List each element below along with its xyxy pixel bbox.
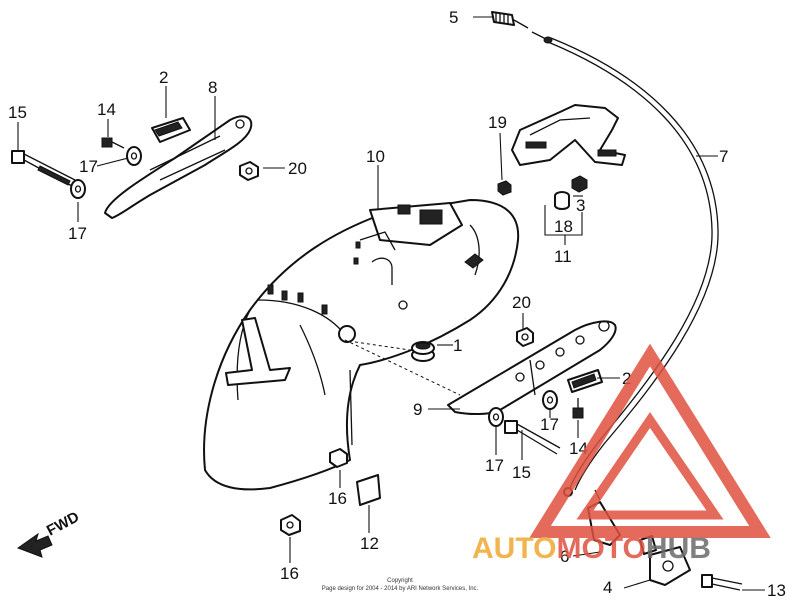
watermark-auto: AUTO	[472, 532, 556, 565]
stay-8	[104, 115, 253, 219]
callout-17-b: 17	[68, 224, 87, 243]
bolt-15-lower	[504, 420, 561, 455]
callout-17-c: 17	[540, 415, 559, 434]
callout-4: 4	[603, 578, 612, 597]
collar-18	[554, 191, 570, 210]
switch-4	[639, 535, 691, 586]
watermark: AUTOMOTOHUB	[472, 343, 771, 565]
adjuster-5	[491, 11, 553, 44]
callout-13: 13	[767, 581, 786, 600]
bolt-14	[101, 137, 584, 419]
callout-14-upper: 14	[97, 100, 116, 119]
callout-5: 5	[449, 8, 458, 27]
fwd-label: FWD	[44, 508, 82, 539]
watermark-text: AUTOMOTOHUB	[472, 532, 711, 565]
callout-20-lower: 20	[512, 293, 531, 312]
callout-17-d: 17	[485, 456, 504, 475]
stay-9	[447, 320, 617, 416]
callout-19: 19	[488, 113, 507, 132]
leader-lines	[17, 16, 765, 591]
watermark-hub: HUB	[646, 532, 711, 565]
callout-10: 10	[366, 147, 385, 166]
callouts: 1 2 2 3 4 5 6 7 8 9 10 11 12 13 14 14 15…	[8, 8, 786, 600]
callout-18: 18	[554, 217, 573, 236]
grommet-1	[344, 339, 461, 396]
nut-3	[571, 175, 588, 193]
callout-16-upper: 16	[328, 489, 347, 508]
copyright-line-2: Page design for 2004 - 2014 by ARI Netwo…	[322, 586, 479, 592]
copyright-line-1: Copyright	[387, 578, 413, 584]
rubber-2-upper	[151, 117, 191, 143]
nut-16	[280, 448, 348, 536]
callout-11: 11	[554, 247, 572, 266]
bracket-11	[511, 104, 626, 166]
watermark-triangle-logo	[529, 343, 771, 538]
callout-6: 6	[560, 547, 569, 566]
bolt-15-upper	[11, 150, 76, 187]
copyright: Copyright Page design for 2004 - 2014 by…	[322, 578, 479, 592]
callout-3: 3	[576, 196, 585, 215]
watermark-moto: MOTO	[556, 532, 645, 565]
washer-17	[70, 146, 558, 427]
callout-17-a: 17	[79, 157, 98, 176]
callout-16-lower: 16	[280, 564, 299, 583]
callout-20-upper: 20	[288, 159, 307, 178]
callout-9: 9	[413, 400, 422, 419]
rubber-2-lower	[567, 369, 603, 393]
rear-fender	[203, 199, 520, 491]
callout-2-upper: 2	[159, 68, 168, 87]
callout-1: 1	[453, 336, 462, 355]
nut-20	[239, 161, 534, 347]
callout-7: 7	[719, 147, 728, 166]
label-12	[356, 474, 381, 506]
callout-15-lower: 15	[512, 463, 531, 482]
bolt-13	[701, 574, 743, 591]
fwd-arrow: FWD	[16, 508, 82, 558]
callout-2-lower: 2	[622, 369, 631, 388]
callout-12: 12	[360, 534, 379, 553]
callout-15-upper: 15	[8, 103, 27, 122]
bolt-19	[497, 180, 512, 196]
callout-8: 8	[208, 78, 217, 97]
